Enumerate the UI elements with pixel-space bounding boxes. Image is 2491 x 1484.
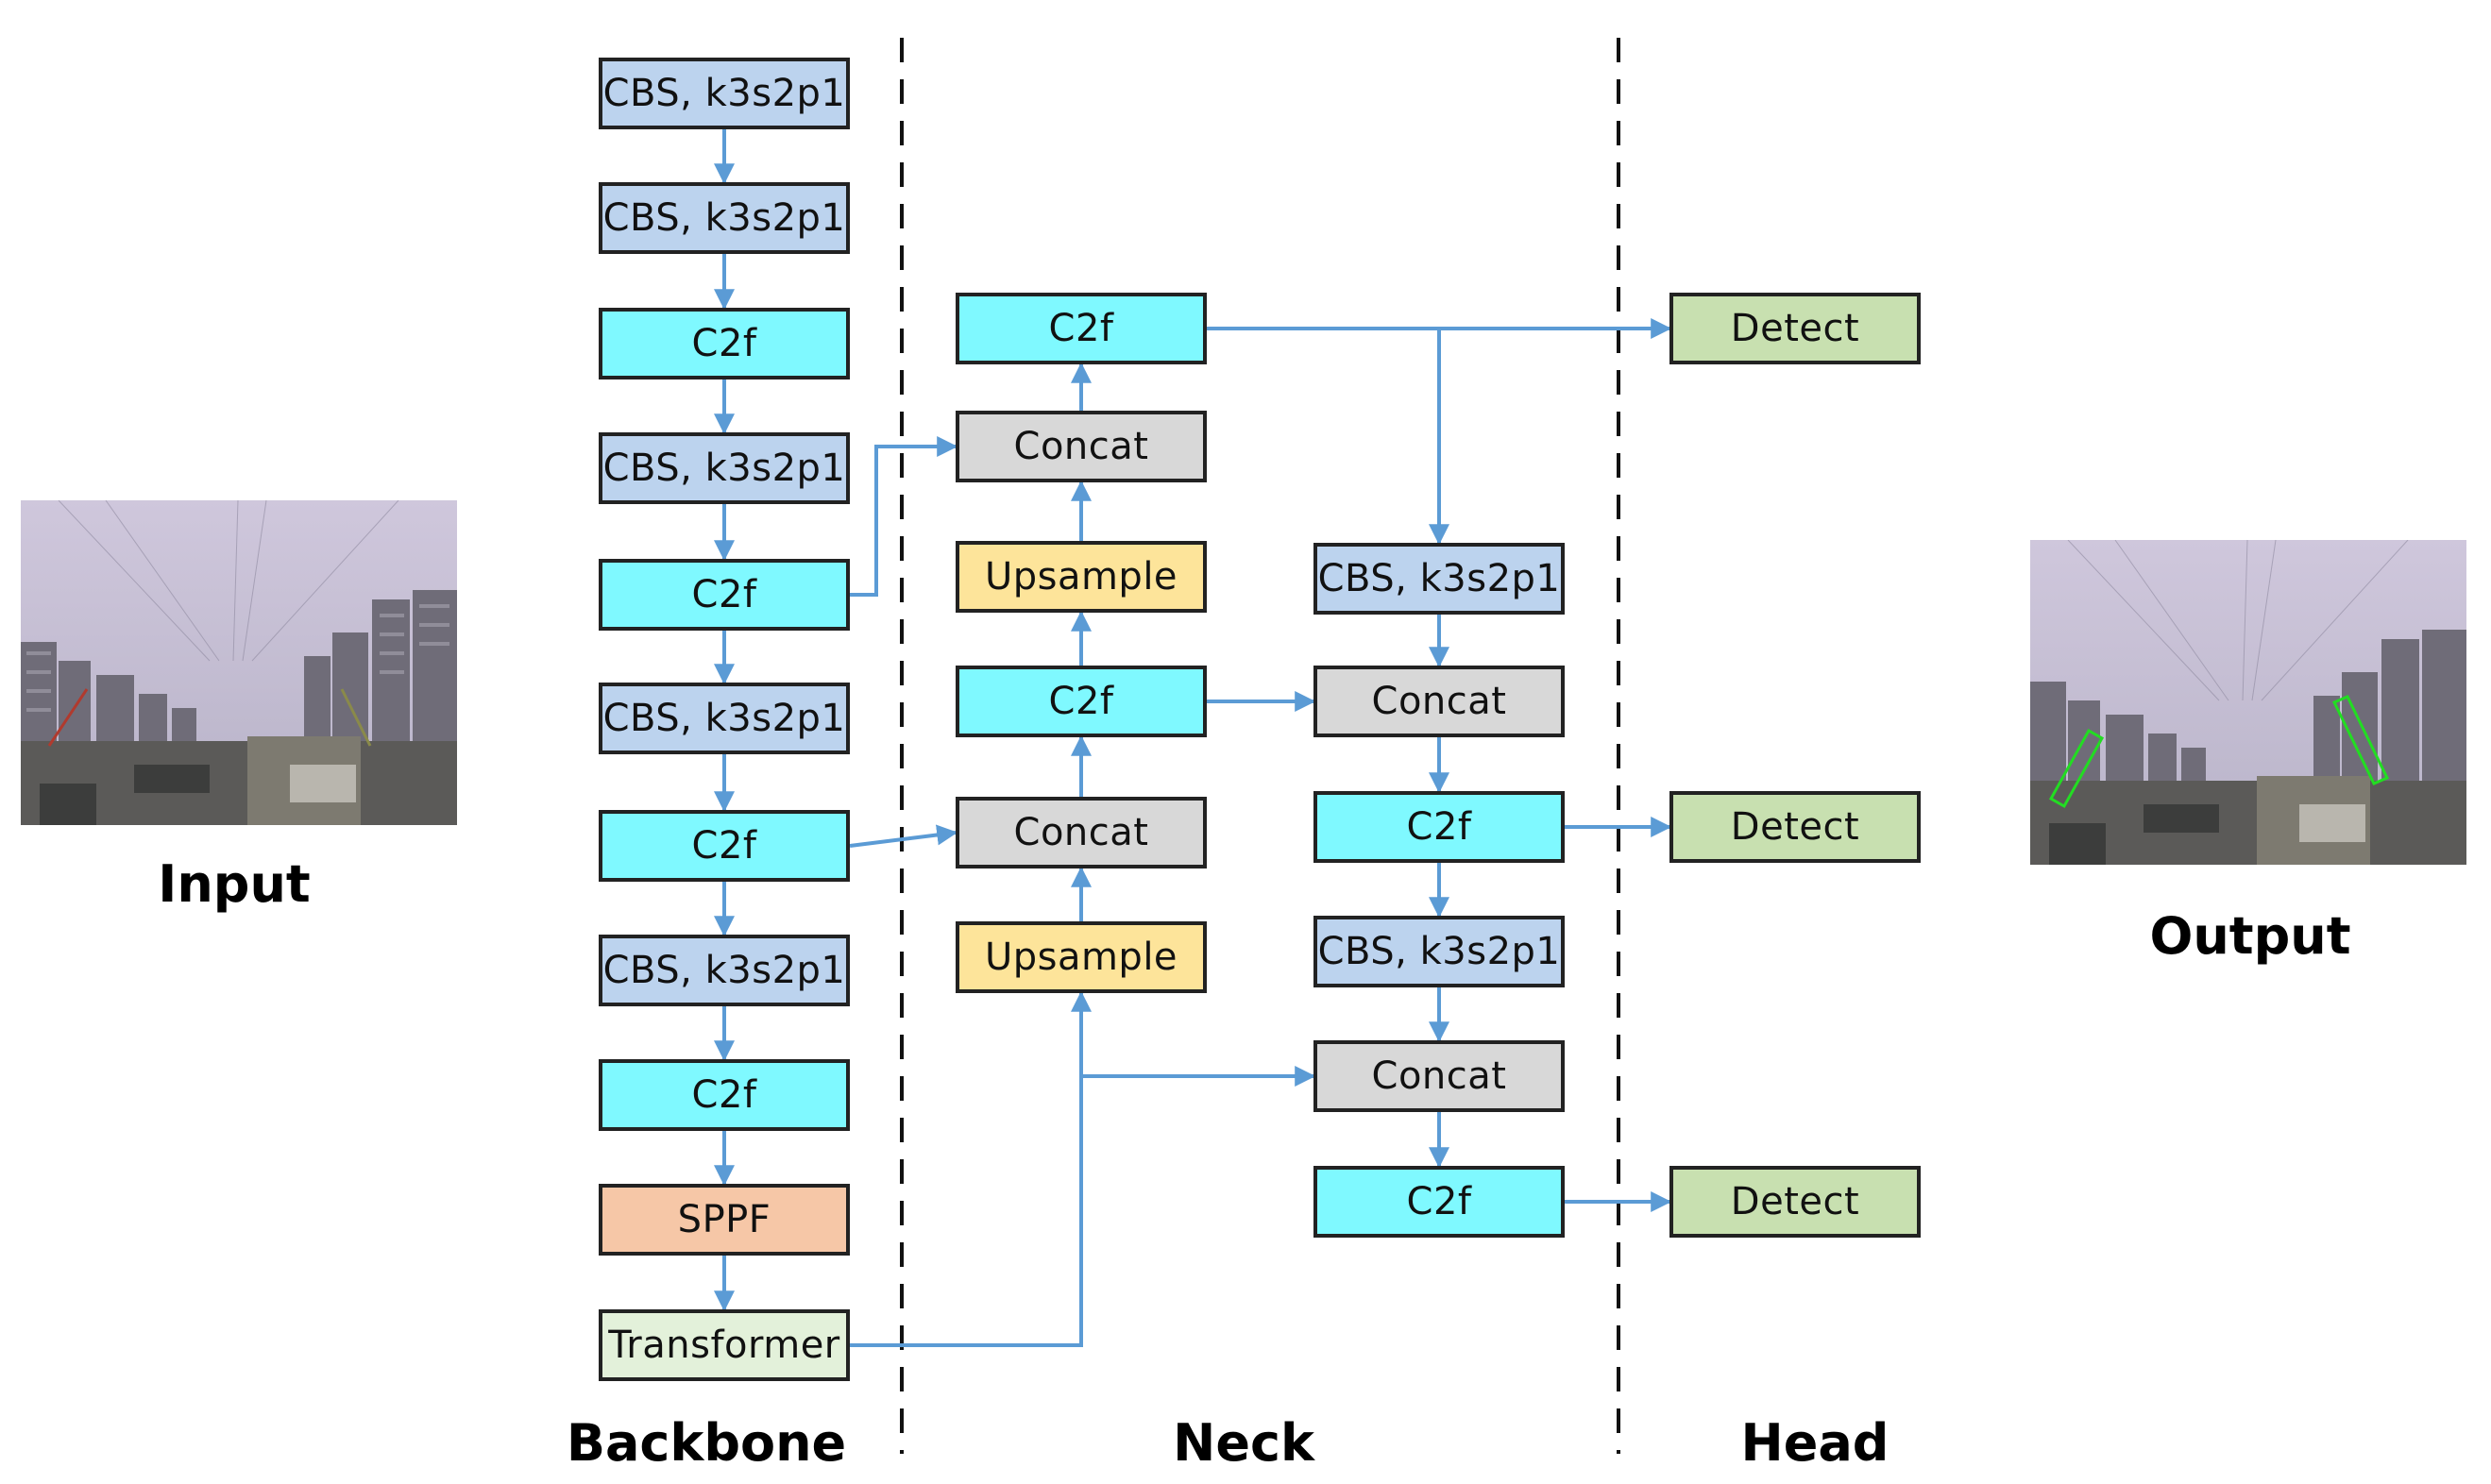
backbone-cbs-6: CBS, k3s2p1 — [599, 683, 850, 754]
backbone-cbs-4: CBS, k3s2p1 — [599, 432, 850, 504]
backbone-transformer-11: Transformer — [599, 1309, 850, 1381]
neck-left-upsample-3: Upsample — [956, 541, 1207, 613]
head-detect-3: Detect — [1669, 1166, 1921, 1238]
head-detect-2: Detect — [1669, 791, 1921, 863]
neck-right-concat-2: Concat — [1313, 666, 1565, 737]
neck-right-c2f-6: C2f — [1313, 1166, 1565, 1238]
arrow-connections — [714, 129, 1672, 1347]
detection-box-right — [2331, 695, 2390, 785]
backbone-label: Backbone — [566, 1413, 847, 1473]
arrow-11 — [850, 990, 1092, 1347]
backbone-sppf-10: SPPF — [599, 1184, 850, 1256]
backbone-c2f-5: C2f — [599, 559, 850, 631]
neck-left-concat-2: Concat — [956, 411, 1207, 482]
neck-right-cbs-1: CBS, k3s2p1 — [1313, 543, 1565, 615]
arrow-19 — [850, 436, 958, 597]
input-photo — [21, 500, 457, 825]
input-label: Input — [158, 854, 311, 914]
neck-left-concat-5: Concat — [956, 797, 1207, 868]
neck-right-c2f-3: C2f — [1313, 791, 1565, 863]
backbone-cbs-2: CBS, k3s2p1 — [599, 182, 850, 254]
arrow-18 — [849, 824, 958, 848]
neck-label: Neck — [1173, 1413, 1314, 1473]
backbone-c2f-7: C2f — [599, 810, 850, 882]
output-street-scene — [2030, 540, 2466, 865]
section-dividers — [900, 38, 1620, 1454]
neck-left-c2f-1: C2f — [956, 293, 1207, 364]
backbone-cbs-8: CBS, k3s2p1 — [599, 935, 850, 1006]
backbone-c2f-3: C2f — [599, 308, 850, 379]
backbone-c2f-9: C2f — [599, 1059, 850, 1131]
head-detect-1: Detect — [1669, 293, 1921, 364]
neck-right-cbs-4: CBS, k3s2p1 — [1313, 916, 1565, 987]
output-photo — [2030, 540, 2466, 865]
neck-left-c2f-4: C2f — [956, 666, 1207, 737]
neck-left-upsample-6: Upsample — [956, 921, 1207, 993]
neck-right-concat-5: Concat — [1313, 1040, 1565, 1112]
input-street-scene — [21, 500, 457, 825]
head-label: Head — [1740, 1413, 1889, 1473]
backbone-cbs-1: CBS, k3s2p1 — [599, 58, 850, 129]
detection-box-left — [2048, 728, 2105, 809]
output-label: Output — [2149, 906, 2351, 966]
